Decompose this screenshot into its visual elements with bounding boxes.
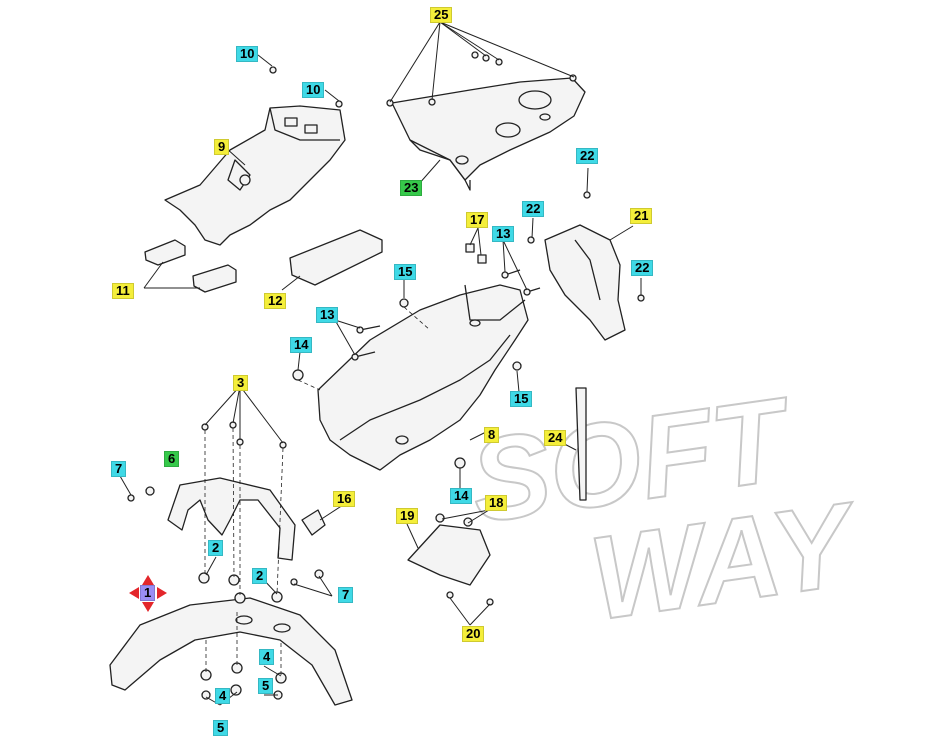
callout-1: 1	[140, 585, 156, 601]
screws-13	[351, 269, 541, 361]
softway-watermark: SOFT WAY	[462, 372, 869, 647]
callout-11: 11	[112, 283, 134, 299]
part-rear-fender	[109, 597, 353, 706]
part-grab-bar	[167, 477, 296, 561]
callout-20: 20	[462, 626, 485, 642]
callout-9: 9	[214, 139, 230, 155]
callout-2: 2	[252, 568, 268, 584]
callout-6: 6	[164, 451, 180, 467]
part-seat-frame	[164, 105, 346, 246]
bolt-22a	[583, 191, 591, 199]
part-under-tray	[317, 284, 529, 471]
part-tail-cover	[391, 77, 586, 191]
part-rear-bracket	[544, 224, 626, 341]
callout-4: 4	[259, 649, 275, 665]
callout-18: 18	[485, 495, 508, 511]
callout-19: 19	[396, 508, 419, 524]
screws-25	[386, 51, 577, 107]
leader-lines	[119, 21, 642, 706]
callout-2: 2	[208, 540, 224, 556]
screw-18b	[463, 517, 473, 527]
callout-25: 25	[430, 7, 453, 23]
screw-20a	[446, 591, 454, 599]
part-clip-16	[301, 509, 326, 536]
callout-13: 13	[492, 226, 515, 242]
part-mat	[289, 229, 383, 286]
callout-10: 10	[302, 82, 325, 98]
bolt-15b	[512, 361, 522, 371]
callout-7: 7	[338, 587, 354, 603]
part-rubber-pads	[144, 239, 237, 293]
bolt-10b	[335, 100, 343, 108]
callout-3: 3	[233, 375, 249, 391]
selection-cross-icon	[129, 575, 167, 612]
screws-3	[201, 421, 287, 449]
nut-14b	[454, 457, 466, 469]
callout-22: 22	[522, 201, 545, 217]
callout-7: 7	[111, 461, 127, 477]
callout-15: 15	[510, 391, 533, 407]
callout-21: 21	[630, 208, 653, 224]
screw-18a	[435, 513, 445, 523]
callout-10: 10	[236, 46, 259, 62]
callout-12: 12	[264, 293, 287, 309]
callout-4: 4	[215, 688, 231, 704]
callout-22: 22	[576, 148, 599, 164]
callout-8: 8	[484, 427, 500, 443]
callout-5: 5	[258, 678, 274, 694]
bolt-10a	[269, 66, 277, 74]
callout-17: 17	[466, 212, 489, 228]
nut-14a	[292, 369, 304, 381]
bolt-22b	[527, 236, 535, 244]
bolt-15a	[399, 298, 409, 308]
callout-13: 13	[316, 307, 339, 323]
clips-17	[465, 243, 487, 264]
callout-14: 14	[450, 488, 473, 504]
assembly-lines	[204, 306, 431, 675]
callout-23: 23	[400, 180, 423, 196]
part-plate-19	[407, 524, 491, 586]
part-cable-tie	[575, 387, 587, 501]
callout-14: 14	[290, 337, 313, 353]
callout-24: 24	[544, 430, 567, 446]
bolts-7	[127, 486, 324, 586]
screw-20b	[486, 598, 494, 606]
callout-5: 5	[213, 720, 229, 736]
callout-22: 22	[631, 260, 654, 276]
callout-16: 16	[333, 491, 356, 507]
callout-15: 15	[394, 264, 417, 280]
washers	[198, 572, 287, 700]
